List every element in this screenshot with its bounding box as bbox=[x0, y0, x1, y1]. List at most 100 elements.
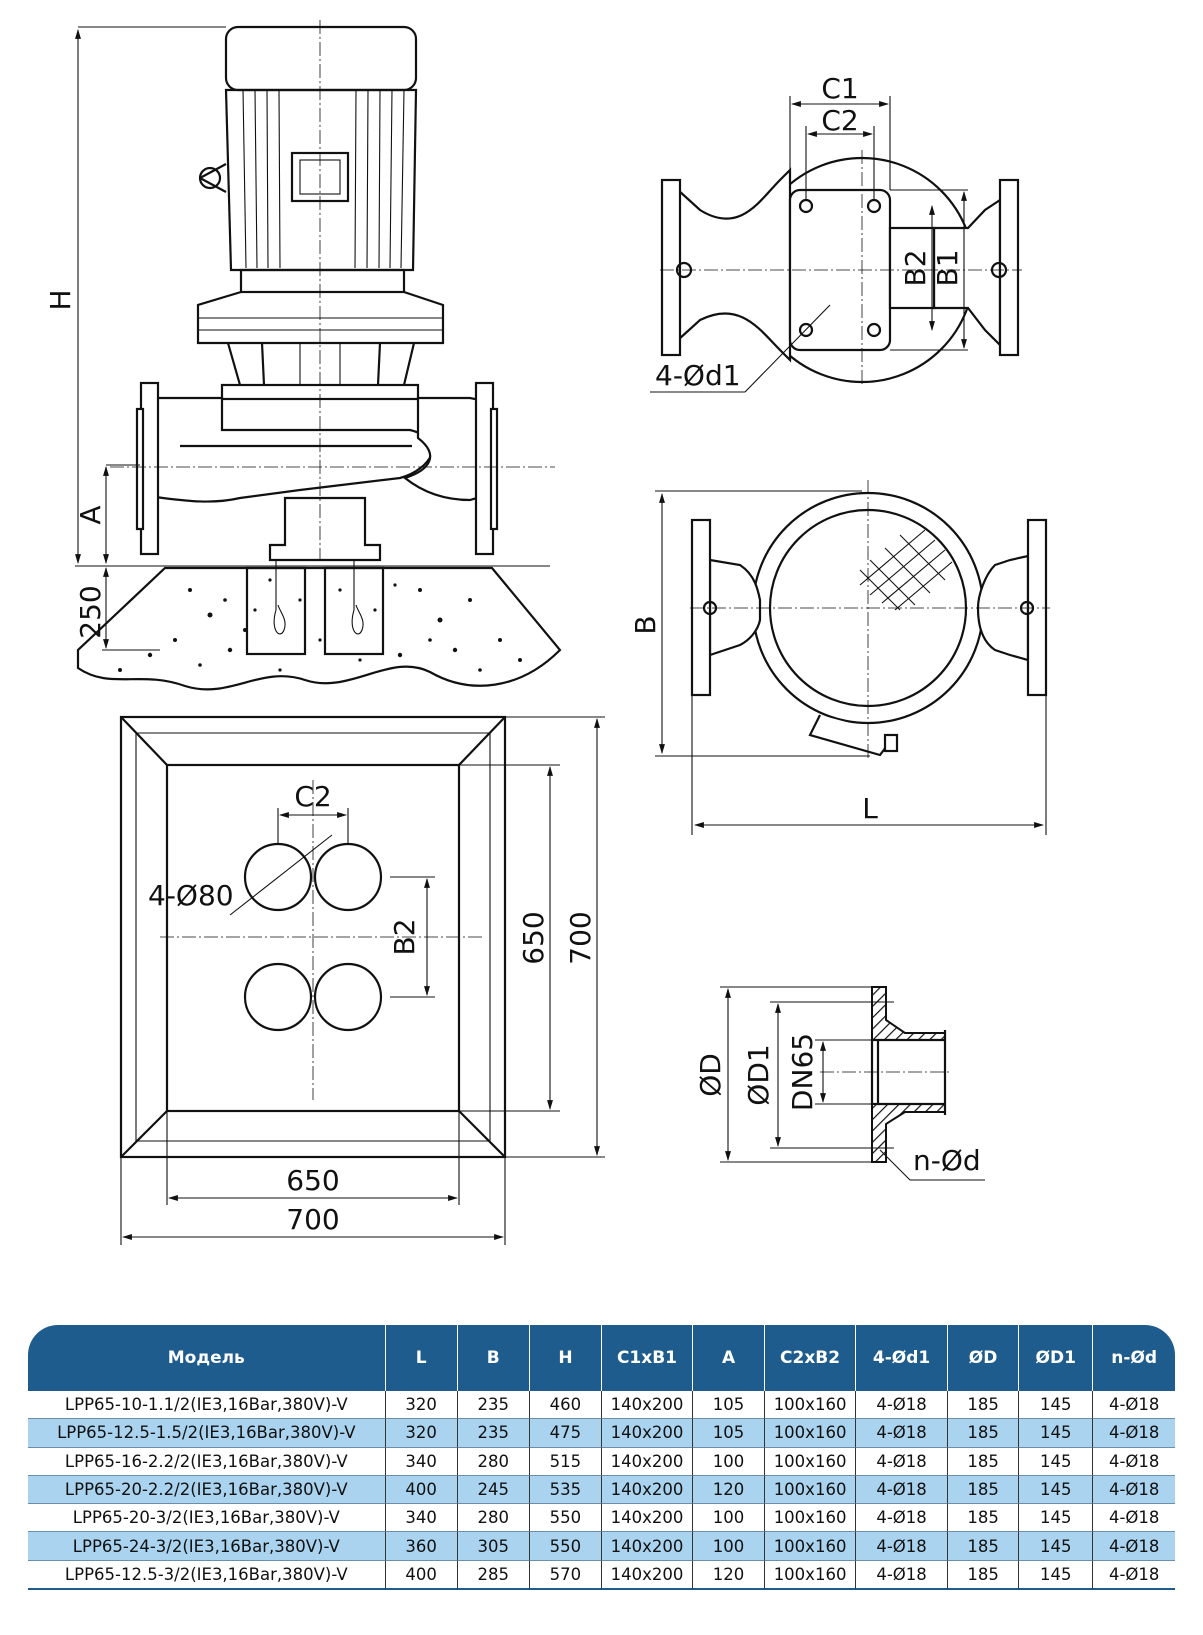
cell-L: 320 bbox=[385, 1391, 458, 1420]
cell-model: LPP65-12.5-1.5/2(IE3,16Bar,380V)-V bbox=[28, 1419, 386, 1448]
cell-C1xB1: 140x200 bbox=[602, 1419, 693, 1448]
cell-D1: 145 bbox=[1019, 1532, 1094, 1561]
nameplate-mesh bbox=[859, 529, 953, 611]
col-header-C1xB1: C1xB1 bbox=[602, 1325, 693, 1391]
base-dim-650v-label: 650 bbox=[517, 911, 550, 964]
cell-nd: 4-Ø18 bbox=[1093, 1475, 1175, 1505]
cell-C2xB2: 100x160 bbox=[765, 1391, 857, 1420]
cell-H: 460 bbox=[529, 1391, 602, 1420]
concrete-foundation bbox=[76, 566, 562, 691]
cell-C1xB1: 140x200 bbox=[602, 1391, 693, 1420]
base-dim-B2-label: B2 bbox=[388, 918, 421, 955]
cell-A: 105 bbox=[692, 1391, 766, 1420]
flange-dim-D-label: ØD bbox=[694, 1053, 727, 1097]
cell-A: 120 bbox=[692, 1475, 766, 1505]
cell-D1: 145 bbox=[1019, 1475, 1094, 1505]
base-dim-C2-label: C2 bbox=[294, 780, 331, 813]
cell-L: 340 bbox=[385, 1504, 458, 1533]
flange-dim-D1-label: ØD1 bbox=[742, 1044, 775, 1105]
table-row: LPP65-16-2.2/2(IE3,16Bar,380V)-V 340 280… bbox=[28, 1447, 1175, 1476]
cell-model: LPP65-12.5-3/2(IE3,16Bar,380V)-V bbox=[28, 1560, 386, 1591]
cell-B: 305 bbox=[457, 1532, 530, 1561]
cell-model: LPP65-16-2.2/2(IE3,16Bar,380V)-V bbox=[28, 1447, 386, 1476]
cell-L: 400 bbox=[385, 1475, 458, 1505]
base-plate-view: C2 4-Ø80 B2 650 700 650 700 bbox=[119, 715, 605, 1245]
cell-nd: 4-Ø18 bbox=[1093, 1532, 1175, 1561]
cell-D1: 145 bbox=[1019, 1391, 1094, 1420]
table-row: LPP65-24-3/2(IE3,16Bar,380V)-V 360 305 5… bbox=[28, 1532, 1175, 1561]
dim-d1-label: 4-Ød1 bbox=[655, 359, 741, 392]
cell-D1: 145 bbox=[1019, 1419, 1094, 1448]
cell-model: LPP65-20-3/2(IE3,16Bar,380V)-V bbox=[28, 1504, 386, 1533]
cell-D1: 145 bbox=[1019, 1447, 1094, 1476]
cell-H: 550 bbox=[529, 1504, 602, 1533]
cell-B: 235 bbox=[457, 1391, 530, 1420]
cell-B: 245 bbox=[457, 1475, 530, 1505]
cell-C1xB1: 140x200 bbox=[602, 1560, 693, 1591]
cell-C2xB2: 100x160 bbox=[765, 1560, 857, 1591]
cell-D: 185 bbox=[948, 1391, 1020, 1420]
base-dim-700h-label: 700 bbox=[286, 1203, 339, 1236]
cell-C1xB1: 140x200 bbox=[602, 1475, 693, 1505]
cell-A: 105 bbox=[692, 1419, 766, 1448]
side-view: H A 250 bbox=[44, 20, 562, 691]
cell-D: 185 bbox=[948, 1504, 1020, 1533]
dim-B1-label: B1 bbox=[931, 249, 964, 286]
cell-model: LPP65-20-2.2/2(IE3,16Bar,380V)-V bbox=[28, 1475, 386, 1505]
dim-L-label: L bbox=[862, 792, 878, 825]
cell-B: 280 bbox=[457, 1447, 530, 1476]
cell-nd: 4-Ø18 bbox=[1093, 1561, 1175, 1591]
cell-C2xB2: 100x160 bbox=[765, 1447, 857, 1476]
cell-C1xB1: 140x200 bbox=[602, 1504, 693, 1533]
table-row: LPP65-12.5-1.5/2(IE3,16Bar,380V)-V 320 2… bbox=[28, 1419, 1175, 1448]
flange-dim-nd-label: n-Ød bbox=[913, 1144, 981, 1177]
cell-nd: 4-Ø18 bbox=[1093, 1419, 1175, 1448]
table-row: LPP65-20-3/2(IE3,16Bar,380V)-V 340 280 5… bbox=[28, 1504, 1175, 1533]
concrete-speckle bbox=[118, 578, 522, 672]
col-header-D1: ØD1 bbox=[1019, 1325, 1094, 1391]
col-header-L: L bbox=[385, 1325, 458, 1391]
cell-C1xB1: 140x200 bbox=[602, 1447, 693, 1476]
cell-L: 400 bbox=[385, 1560, 458, 1591]
base-dim-650h-label: 650 bbox=[286, 1164, 339, 1197]
cell-C2xB2: 100x160 bbox=[765, 1532, 857, 1561]
table-header-row: Модель L B H C1xB1 A C2xB2 4-Ød1 ØD ØD1 … bbox=[28, 1325, 1175, 1391]
cell-C2xB2: 100x160 bbox=[765, 1475, 857, 1505]
flange-dim-DN-label: DN65 bbox=[786, 1033, 819, 1111]
table-row: LPP65-10-1.1/2(IE3,16Bar,380V)-V 320 235… bbox=[28, 1391, 1175, 1420]
cell-L: 360 bbox=[385, 1532, 458, 1561]
col-header-model: Модель bbox=[28, 1325, 386, 1391]
cell-L: 320 bbox=[385, 1419, 458, 1448]
dim-B2-label: B2 bbox=[899, 249, 932, 286]
cell-B: 280 bbox=[457, 1504, 530, 1533]
bottom-view: B L bbox=[629, 480, 1050, 835]
cell-nd: 4-Ø18 bbox=[1093, 1448, 1175, 1476]
base-dim-700v-label: 700 bbox=[564, 911, 597, 964]
top-view: C1 C2 B2 B1 4-Ød1 bbox=[650, 72, 1022, 393]
cell-4d1: 4-Ø18 bbox=[856, 1532, 949, 1561]
col-header-H: H bbox=[529, 1325, 602, 1391]
col-header-D: ØD bbox=[948, 1325, 1020, 1391]
cell-H: 550 bbox=[529, 1532, 602, 1561]
cell-D: 185 bbox=[948, 1475, 1020, 1505]
cell-4d1: 4-Ø18 bbox=[856, 1419, 949, 1448]
cell-A: 100 bbox=[692, 1447, 766, 1476]
col-header-4d1: 4-Ød1 bbox=[856, 1325, 949, 1391]
cell-A: 100 bbox=[692, 1504, 766, 1533]
cell-C2xB2: 100x160 bbox=[765, 1419, 857, 1448]
cell-D: 185 bbox=[948, 1532, 1020, 1561]
dim-B-label: B bbox=[629, 615, 662, 634]
cell-B: 235 bbox=[457, 1419, 530, 1448]
dim-250-label: 250 bbox=[74, 585, 107, 638]
base-dim-holes-label: 4-Ø80 bbox=[148, 879, 234, 912]
cell-C2xB2: 100x160 bbox=[765, 1504, 857, 1533]
cell-model: LPP65-24-3/2(IE3,16Bar,380V)-V bbox=[28, 1532, 386, 1561]
cell-H: 475 bbox=[529, 1419, 602, 1448]
cell-4d1: 4-Ø18 bbox=[856, 1475, 949, 1505]
col-header-B: B bbox=[457, 1325, 530, 1391]
col-header-C2xB2: C2xB2 bbox=[765, 1325, 857, 1391]
table-row: LPP65-12.5-3/2(IE3,16Bar,380V)-V 400 285… bbox=[28, 1560, 1175, 1591]
dim-H-label: H bbox=[44, 289, 77, 310]
cell-4d1: 4-Ø18 bbox=[856, 1504, 949, 1533]
cell-D1: 145 bbox=[1019, 1560, 1094, 1591]
